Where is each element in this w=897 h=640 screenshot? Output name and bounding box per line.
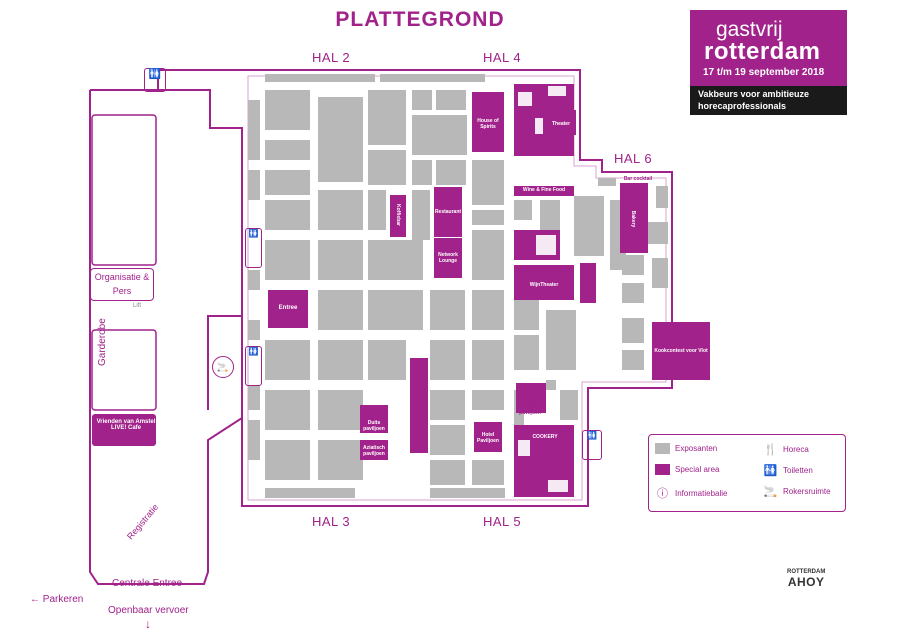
cutlery-icon: 🍴: [763, 444, 778, 456]
info-icon: ⓘ: [657, 488, 668, 500]
cookery-label: COOKERY: [532, 434, 558, 440]
page-title: PLATTEGROND: [335, 8, 505, 31]
smoking-icon: 🚬: [763, 486, 778, 498]
legend-toiletten: 🚻Toiletten: [763, 465, 813, 477]
brand-tagline: Vakbeurs voor ambitieuze horecaprofessio…: [690, 86, 847, 115]
arrow-down-icon: ↓: [145, 617, 151, 631]
hall-5-label: HAL 5: [483, 514, 522, 529]
ahoy-logo: ROTTERDAM AHOY: [787, 569, 826, 589]
bar-cocktail-label: Bar cocktail: [623, 176, 653, 182]
booth-swatch: [655, 443, 670, 454]
toilet-icon: 🚻: [245, 346, 262, 386]
hall-2-label: HAL 2: [312, 50, 351, 65]
wine-fine-food-label: Wine & Fine Food: [522, 187, 566, 193]
toilet-icon: 🚻: [582, 430, 602, 460]
hall-4-label: HAL 4: [483, 50, 522, 65]
restaurant-label: Restaurant: [434, 209, 462, 215]
ov-label: Openbaar vervoer: [108, 605, 189, 616]
toilet-icon: 🚻: [144, 68, 166, 92]
house-of-spirits-label: House of Spirits: [477, 118, 499, 130]
aziatisch-label: Aziatisch paviljoen: [363, 445, 385, 457]
duits-label: Duits paviljoen: [363, 420, 385, 432]
garderobe-label: Garderobe: [97, 318, 108, 366]
bakery-label: Bakery: [630, 210, 636, 228]
legend-special-area: Special area: [655, 464, 719, 475]
brand-name-top: gastvrij: [716, 18, 783, 41]
organisatie-pers-box: Organisatie & Pers: [90, 268, 154, 301]
legend-horeca: 🍴Horeca: [763, 444, 809, 456]
brand-name-bottom: rotterdam: [704, 38, 821, 65]
lift-label: Lift: [133, 303, 142, 309]
wijntheater-label: WijnTheater: [529, 282, 559, 288]
hotel-label: Hotel Paviljoen: [477, 432, 499, 444]
centrale-entree-label: Centrale Entree: [112, 578, 183, 589]
toilet-icon: 🚻: [763, 465, 778, 477]
entree-label: Entree: [278, 305, 298, 311]
legend-exposanten: Exposanten: [655, 443, 717, 454]
parkeren-label: ← Parkeren: [30, 594, 84, 605]
koffiebar-label: Koffiebar: [395, 204, 401, 226]
brand-dates: 17 t/m 19 september 2018: [703, 67, 825, 78]
smoking-area-icon: 🚬: [212, 356, 234, 378]
hall-3-label: HAL 3: [312, 514, 351, 529]
network-lounge-label: Network Lounge: [438, 252, 458, 264]
special-swatch: [655, 464, 670, 475]
toilet-icon: 🚻: [245, 228, 262, 268]
belgisch-label: Belgisch paviljoen: [519, 404, 541, 416]
kookcontest-label: Kookcontest voor Vlot: [654, 348, 708, 354]
legend-rokersruimte: 🚬Rokersruimte: [763, 486, 831, 498]
brand-logo: gastvrij rotterdam 17 t/m 19 september 2…: [690, 10, 847, 115]
building-outline: [157, 69, 673, 507]
theater-label: Theater: [551, 121, 571, 127]
vrienden-label: Vrienden van Amstel LIVE! Cafe: [96, 419, 156, 431]
hall-6-label: HAL 6: [614, 151, 653, 166]
